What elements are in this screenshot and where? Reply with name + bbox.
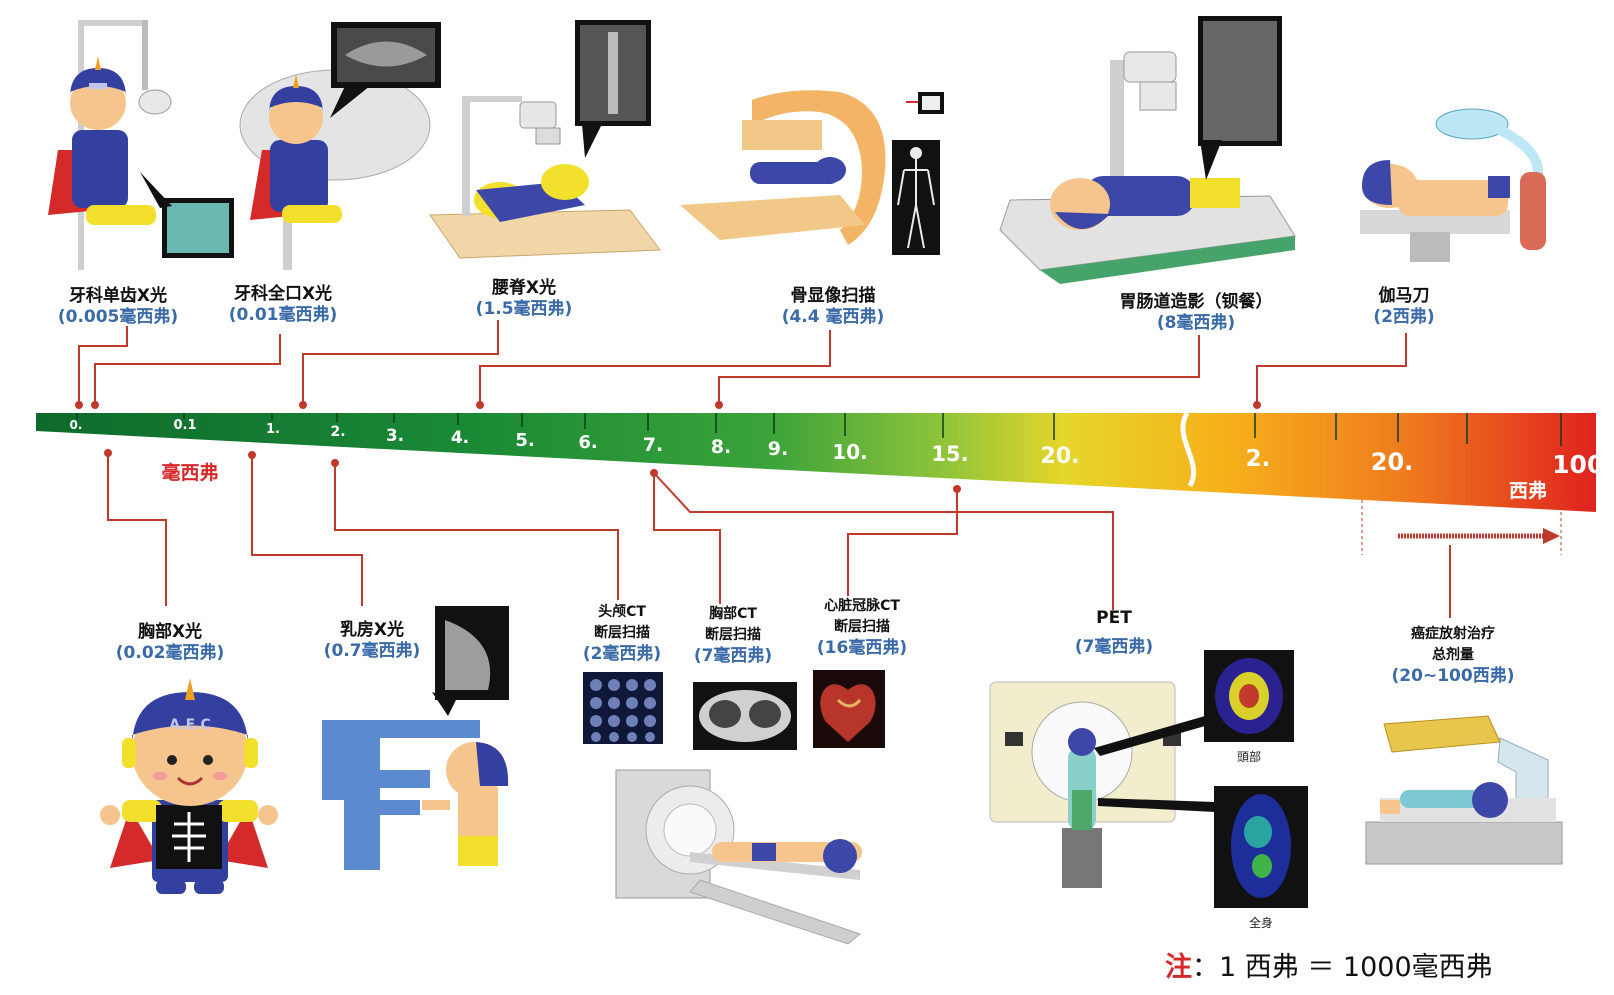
heart-ct-image (813, 670, 885, 748)
radiotherapy-range-arrow (1361, 500, 1562, 555)
ct-scanner-illustration (615, 769, 862, 945)
label-dental-single-dose: (0.005毫西弗) (57, 307, 179, 327)
label-heart-ct-name2: 断层扫描 (833, 619, 890, 635)
msv-tick-label: 5. (515, 430, 535, 451)
msv-tick-label: 8. (710, 436, 732, 458)
label-radiotherapy-name2: 总剂量 (1432, 647, 1474, 663)
label-radiotherapy-name: 癌症放射治疗 (1411, 626, 1495, 642)
label-chest-ct: 胸部CT 断层扫描 (7毫西弗) (694, 604, 772, 667)
unit-note-key: 注 (1165, 952, 1192, 983)
lumbar-xray-illustration (429, 20, 661, 259)
msv-tick-label: 20. (1040, 444, 1080, 469)
label-head-ct: 头颅CT 断层扫描 (2毫西弗) (583, 602, 661, 665)
leader-lines-bottom (107, 453, 1451, 618)
label-heart-ct-name: 心脏冠脉CT (824, 598, 900, 614)
label-pet: PET (7毫西弗) (1075, 608, 1153, 658)
msv-tick-label: 9. (767, 438, 789, 460)
label-mammography-dose: (0.7毫西弗) (323, 641, 421, 661)
label-head-ct-name: 头颅CT (598, 604, 646, 620)
msv-tick-label: 3. (385, 426, 405, 446)
mammography-illustration (322, 606, 509, 870)
label-chest-ct-name: 胸部CT (709, 606, 757, 622)
gamma-knife-illustration (1360, 108, 1546, 262)
label-bone-scan-dose: (4.4 毫西弗) (781, 307, 885, 327)
label-head-ct-dose: (2毫西弗) (582, 644, 662, 664)
label-gamma-knife: 伽马刀 (2西弗) (1373, 286, 1434, 328)
label-dental-panoramic-dose: (0.01毫西弗) (228, 305, 338, 325)
sv-tick-label: 100. (1552, 450, 1614, 479)
label-dental-panoramic-name: 牙科全口X光 (233, 284, 333, 304)
label-barium-meal-name: 胃肠道造影（钡餐） (1119, 292, 1273, 312)
head-ct-image-grid (583, 672, 663, 744)
label-chest-ct-name2: 断层扫描 (705, 627, 761, 643)
chest-xray-mascot-illustration (100, 678, 278, 894)
label-heart-ct-dose: (16毫西弗) (816, 638, 908, 658)
label-lumbar-dose: (1.5毫西弗) (475, 299, 573, 319)
barium-meal-illustration (999, 16, 1296, 284)
dental-single-xray-illustration (48, 20, 234, 270)
msv-tick-label: 2. (330, 424, 346, 440)
chest-ct-slice (693, 682, 797, 750)
dose-scale-bar (36, 411, 1596, 512)
msv-tick-label: 4. (450, 428, 470, 448)
pet-caption-head: 頭部 (1236, 750, 1262, 764)
unit-note-text: ：1 西弗 ＝ 1000毫西弗 (1192, 952, 1493, 983)
label-pet-name: PET (1096, 608, 1132, 628)
label-chest-xray-dose: (0.02毫西弗) (115, 643, 225, 663)
msv-tick-label: 7. (642, 434, 664, 456)
msv-tick-label: 0. (69, 418, 83, 432)
label-chest-xray: 胸部X光 (0.02毫西弗) (116, 622, 224, 664)
mascot-badge: A.E.C (169, 717, 211, 733)
label-barium-meal: 胃肠道造影（钡餐） (8毫西弗) (1120, 292, 1273, 334)
label-gamma-knife-dose: (2西弗) (1373, 307, 1435, 327)
label-bone-scan-name: 骨显像扫描 (790, 286, 876, 306)
radiotherapy-machine-illustration (1365, 715, 1563, 865)
msv-tick-label: 10. (832, 440, 868, 464)
label-lumbar: 腰脊X光 (1.5毫西弗) (476, 278, 573, 320)
label-mammography: 乳房X光 (0.7毫西弗) (324, 620, 421, 662)
label-lumbar-name: 腰脊X光 (491, 278, 557, 298)
msv-unit-label: 毫西弗 (161, 462, 219, 484)
label-chest-xray-name: 胸部X光 (137, 622, 203, 642)
sv-unit-label: 西弗 (1508, 480, 1548, 502)
pet-caption-body: 全身 (1248, 916, 1274, 930)
msv-tick-label: 0.1 (173, 418, 197, 433)
sv-tick-label: 20. (1370, 448, 1414, 476)
label-gamma-knife-name: 伽马刀 (1378, 286, 1430, 306)
label-pet-dose: (7毫西弗) (1074, 637, 1154, 657)
leader-dots-top (75, 401, 1261, 409)
leader-lines-top (78, 320, 1407, 405)
msv-tick-label: 15. (931, 442, 969, 466)
sv-tick-label: 2. (1245, 446, 1271, 472)
unit-note: 注：1 西弗 ＝ 1000毫西弗 (1165, 945, 1493, 984)
msv-tick-label: 1. (266, 422, 280, 437)
dental-panoramic-xray-illustration (239, 22, 441, 270)
label-bone-scan: 骨显像扫描 (4.4 毫西弗) (782, 286, 885, 328)
label-dental-panoramic: 牙科全口X光 (0.01毫西弗) (229, 284, 337, 326)
label-head-ct-name2: 断层扫描 (594, 625, 650, 641)
leader-dots-bottom (104, 449, 961, 493)
label-chest-ct-dose: (7毫西弗) (693, 646, 773, 666)
pet-scanner-illustration (989, 650, 1308, 908)
label-barium-meal-dose: (8毫西弗) (1156, 313, 1236, 333)
scale-break (1180, 411, 1197, 488)
msv-tick-label: 6. (578, 432, 598, 453)
label-heart-ct: 心脏冠脉CT 断层扫描 (16毫西弗) (817, 596, 907, 659)
label-dental-single-name: 牙科单齿X光 (68, 286, 168, 306)
label-radiotherapy-dose: (20~100西弗) (1391, 666, 1515, 686)
label-dental-single: 牙科单齿X光 (0.005毫西弗) (58, 286, 178, 328)
label-mammography-name: 乳房X光 (339, 620, 405, 640)
label-radiotherapy: 癌症放射治疗 总剂量 (20~100西弗) (1392, 624, 1515, 687)
bone-scan-illustration (680, 90, 944, 255)
